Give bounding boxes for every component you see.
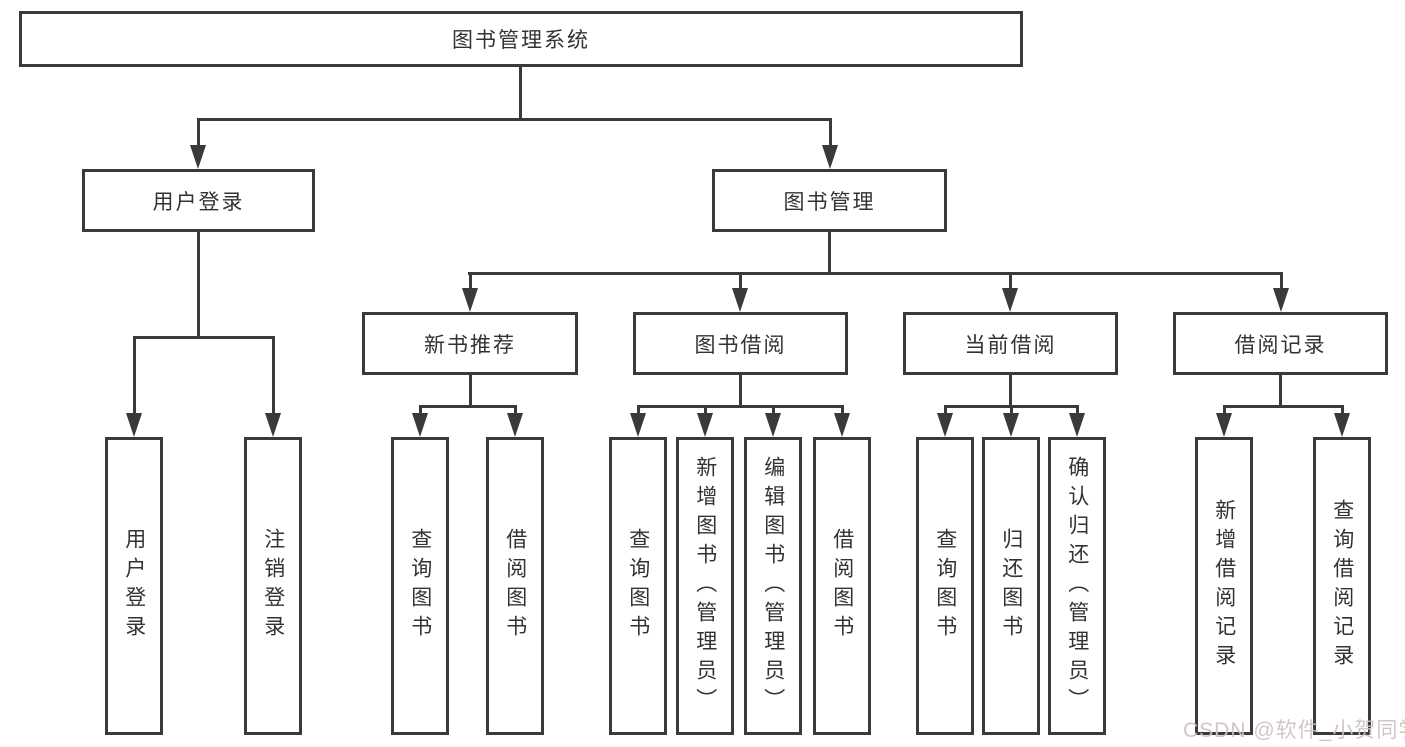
- connector-line: [514, 405, 517, 417]
- arrow-down-icon: [1273, 288, 1289, 312]
- arrow-down-icon: [507, 413, 523, 437]
- leaf-query-books-borrow: 查询图书: [609, 437, 667, 735]
- leaf-label: 借阅图书: [830, 528, 854, 644]
- node-label: 图书管理系统: [452, 29, 590, 52]
- connector-line: [197, 118, 200, 148]
- connector-line: [637, 405, 640, 417]
- connector-line: [272, 336, 275, 416]
- leaf-label: 编辑图书（管理员）: [761, 455, 785, 717]
- node-book-management: 图书管理: [712, 169, 947, 232]
- leaf-add-borrow-record: 新增借阅记录: [1195, 437, 1253, 735]
- connector-line: [133, 336, 136, 416]
- leaf-borrow-books: 借阅图书: [813, 437, 871, 735]
- leaf-query-borrow-record: 查询借阅记录: [1313, 437, 1371, 735]
- connector-line: [469, 272, 472, 292]
- arrow-down-icon: [1002, 288, 1018, 312]
- node-borrow-records: 借阅记录: [1173, 312, 1388, 375]
- leaf-label: 确认归还（管理员）: [1065, 455, 1089, 717]
- connector-line: [828, 232, 831, 272]
- leaf-borrow-books-recommend: 借阅图书: [486, 437, 544, 735]
- node-current-borrow: 当前借阅: [903, 312, 1118, 375]
- leaf-edit-books-admin: 编辑图书（管理员）: [744, 437, 802, 735]
- arrow-down-icon: [937, 413, 953, 437]
- connector-line: [1010, 405, 1013, 417]
- leaf-label: 新增图书（管理员）: [693, 455, 717, 717]
- connector-line: [739, 375, 742, 405]
- leaf-label: 注销登录: [261, 528, 285, 644]
- node-label: 新书推荐: [424, 333, 516, 357]
- arrow-down-icon: [765, 413, 781, 437]
- connector-line: [1009, 375, 1012, 405]
- leaf-label: 查询图书: [933, 528, 957, 644]
- leaf-add-books-admin: 新增图书（管理员）: [676, 437, 734, 735]
- connector-line: [1223, 405, 1226, 417]
- leaf-label: 查询借阅记录: [1330, 499, 1354, 673]
- node-book-borrow: 图书借阅: [633, 312, 848, 375]
- connector-line: [197, 232, 200, 336]
- connector-line: [519, 67, 522, 118]
- arrow-down-icon: [630, 413, 646, 437]
- leaf-label: 新增借阅记录: [1212, 499, 1236, 673]
- leaf-query-books-current: 查询图书: [916, 437, 974, 735]
- leaf-label: 用户登录: [122, 528, 146, 644]
- connector-line: [739, 272, 742, 292]
- node-label: 用户登录: [152, 190, 245, 214]
- arrow-down-icon: [1069, 413, 1085, 437]
- connector-line: [1279, 375, 1282, 406]
- leaf-label: 借阅图书: [503, 528, 527, 644]
- connector-line: [1009, 272, 1012, 292]
- arrow-down-icon: [412, 413, 428, 437]
- connector-line: [841, 405, 844, 417]
- arrow-down-icon: [1216, 413, 1232, 437]
- node-library-system: 图书管理系统: [19, 11, 1023, 67]
- leaf-user-login: 用户登录: [105, 437, 163, 735]
- node-label: 图书借阅: [694, 333, 787, 357]
- connector-line: [1223, 405, 1344, 408]
- node-label: 借阅记录: [1234, 333, 1327, 357]
- arrow-down-icon: [834, 413, 850, 437]
- leaf-label: 查询图书: [626, 528, 650, 644]
- arrow-down-icon: [822, 145, 838, 169]
- connector-line: [829, 118, 832, 148]
- connector-line: [1076, 405, 1079, 417]
- arrow-down-icon: [462, 288, 478, 312]
- connector-line: [197, 118, 832, 121]
- arrow-down-icon: [732, 288, 748, 312]
- connector-line: [704, 405, 707, 417]
- connector-line: [637, 405, 844, 408]
- node-label: 当前借阅: [964, 333, 1057, 357]
- connector-line: [468, 272, 1283, 275]
- arrow-down-icon: [697, 413, 713, 437]
- arrow-down-icon: [265, 413, 281, 437]
- leaf-query-books-recommend: 查询图书: [391, 437, 449, 735]
- connector-line: [133, 336, 275, 339]
- connector-line: [419, 405, 422, 417]
- leaf-label: 归还图书: [999, 528, 1023, 644]
- leaf-return-books: 归还图书: [982, 437, 1040, 735]
- connector-line: [419, 405, 517, 408]
- leaf-logout: 注销登录: [244, 437, 302, 735]
- connector-line: [944, 405, 947, 417]
- node-user-login: 用户登录: [82, 169, 315, 232]
- leaf-label: 查询图书: [408, 528, 432, 644]
- arrow-down-icon: [190, 145, 206, 169]
- connector-line: [772, 405, 775, 417]
- connector-line: [1280, 272, 1283, 292]
- csdn-watermark: CSDN @软件_小贺同学: [1183, 719, 1405, 742]
- connector-line: [1341, 405, 1344, 417]
- arrow-down-icon: [1334, 413, 1350, 437]
- arrow-down-icon: [126, 413, 142, 437]
- leaf-confirm-return-admin: 确认归还（管理员）: [1048, 437, 1106, 735]
- node-label: 图书管理: [783, 190, 876, 214]
- connector-line: [469, 375, 472, 405]
- arrow-down-icon: [1003, 413, 1019, 437]
- node-new-book-recommend: 新书推荐: [362, 312, 578, 375]
